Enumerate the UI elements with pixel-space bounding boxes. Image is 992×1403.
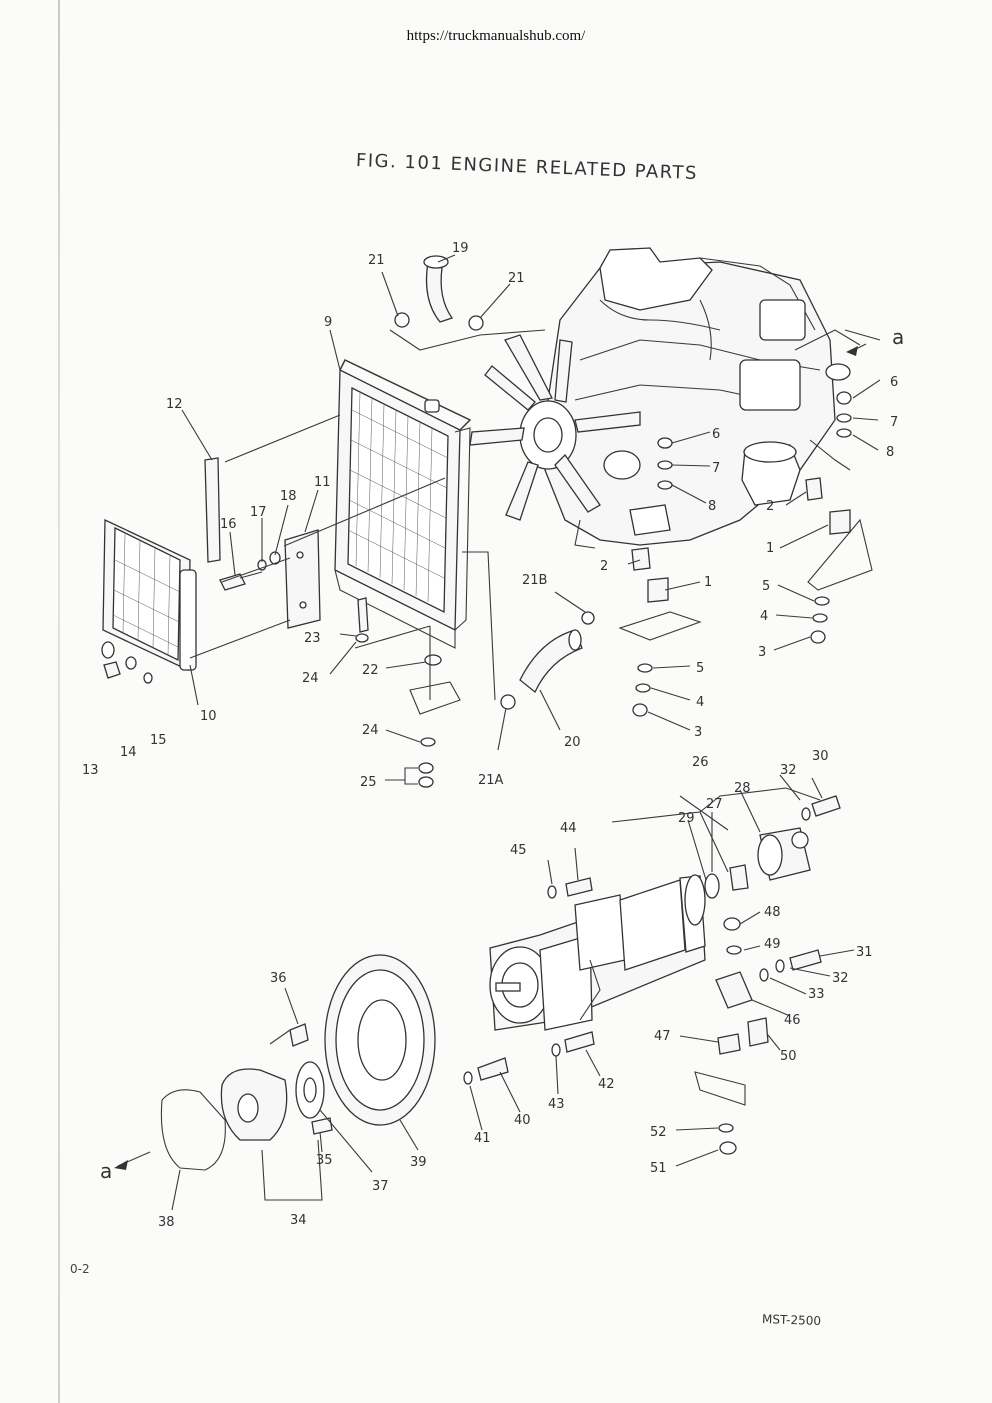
callout-3: 3 — [694, 725, 702, 740]
callout-22: 22 — [362, 663, 379, 678]
callout-4: 4 — [760, 609, 768, 624]
callout-13: 13 — [82, 763, 99, 778]
callout-45: 45 — [510, 843, 527, 858]
callout-6: 6 — [712, 427, 720, 442]
callout-a: a — [100, 1159, 112, 1183]
callout-21: 21 — [368, 253, 385, 268]
callout-16: 16 — [220, 517, 237, 532]
callout-7: 7 — [712, 461, 720, 476]
bracket-12 — [204, 457, 221, 563]
leader-lines — [117, 254, 881, 1211]
binding-edge — [58, 0, 60, 1403]
flywheel-coupling — [160, 954, 436, 1171]
callout-23: 23 — [304, 631, 321, 646]
part-callouts: 19 21 21 9 12 16 17 18 11 23 24 22 24 25… — [82, 241, 904, 1230]
fan-shroud — [101, 518, 197, 672]
callout-28: 28 — [734, 781, 751, 796]
callout-33: 33 — [808, 987, 825, 1002]
callout-20: 20 — [564, 735, 581, 750]
callout-1: 1 — [766, 541, 774, 556]
callout-50: 50 — [780, 1049, 797, 1064]
callout-6: 6 — [890, 375, 898, 390]
callout-52: 52 — [650, 1125, 667, 1140]
callout-30: 30 — [812, 749, 829, 764]
callout-3: 3 — [758, 645, 766, 660]
callout-4: 4 — [696, 695, 704, 710]
callout-21B: 21B — [522, 573, 547, 588]
callout-31: 31 — [856, 945, 873, 960]
callout-8: 8 — [886, 445, 894, 460]
callout-25: 25 — [360, 775, 377, 790]
callout-32: 32 — [832, 971, 849, 986]
callout-2: 2 — [600, 559, 608, 574]
callout-19: 19 — [452, 241, 469, 256]
radiator-assembly — [334, 359, 472, 649]
callout-12: 12 — [166, 397, 183, 412]
callout-5: 5 — [762, 579, 770, 594]
callout-7: 7 — [890, 415, 898, 430]
bracket-11 — [284, 529, 321, 629]
callout-41: 41 — [474, 1131, 491, 1146]
callout-24: 24 — [362, 723, 379, 738]
callout-34: 34 — [290, 1213, 307, 1228]
document-code: MST-2500 — [761, 1312, 822, 1329]
callout-1: 1 — [704, 575, 712, 590]
callout-39: 39 — [410, 1155, 427, 1170]
engine-assembly — [469, 247, 881, 549]
callout-21A: 21A — [478, 773, 504, 788]
callout-17: 17 — [250, 505, 267, 520]
callout-44: 44 — [560, 821, 577, 836]
page-number: 0-2 — [70, 1262, 90, 1276]
callout-10: 10 — [200, 709, 217, 724]
callout-46: 46 — [784, 1013, 801, 1028]
callout-43: 43 — [548, 1097, 565, 1112]
callout-5: 5 — [696, 661, 704, 676]
callout-40: 40 — [514, 1113, 531, 1128]
callout-14: 14 — [120, 745, 137, 760]
callout-21: 21 — [508, 271, 525, 286]
callout-18: 18 — [280, 489, 297, 504]
callout-37: 37 — [372, 1179, 389, 1194]
callout-9: 9 — [324, 315, 332, 330]
callout-26: 26 — [692, 755, 709, 770]
source-url[interactable]: https://truckmanualshub.com/ — [406, 28, 586, 44]
callout-2: 2 — [766, 499, 774, 514]
callout-11: 11 — [314, 475, 331, 490]
callout-8: 8 — [708, 499, 716, 514]
callout-32: 32 — [780, 763, 797, 778]
callout-35: 35 — [316, 1153, 333, 1168]
callout-48: 48 — [764, 905, 781, 920]
callout-27: 27 — [706, 797, 723, 812]
callout-51: 51 — [650, 1161, 667, 1176]
callout-15: 15 — [150, 733, 167, 748]
callout-29: 29 — [678, 811, 695, 826]
callout-36: 36 — [270, 971, 287, 986]
callout-24: 24 — [302, 671, 319, 686]
callout-42: 42 — [598, 1077, 615, 1092]
callout-a: a — [892, 325, 904, 349]
callout-49: 49 — [764, 937, 781, 952]
callout-38: 38 — [158, 1215, 175, 1230]
callout-47: 47 — [654, 1029, 671, 1044]
hydraulic-pump-assembly — [489, 827, 811, 1031]
